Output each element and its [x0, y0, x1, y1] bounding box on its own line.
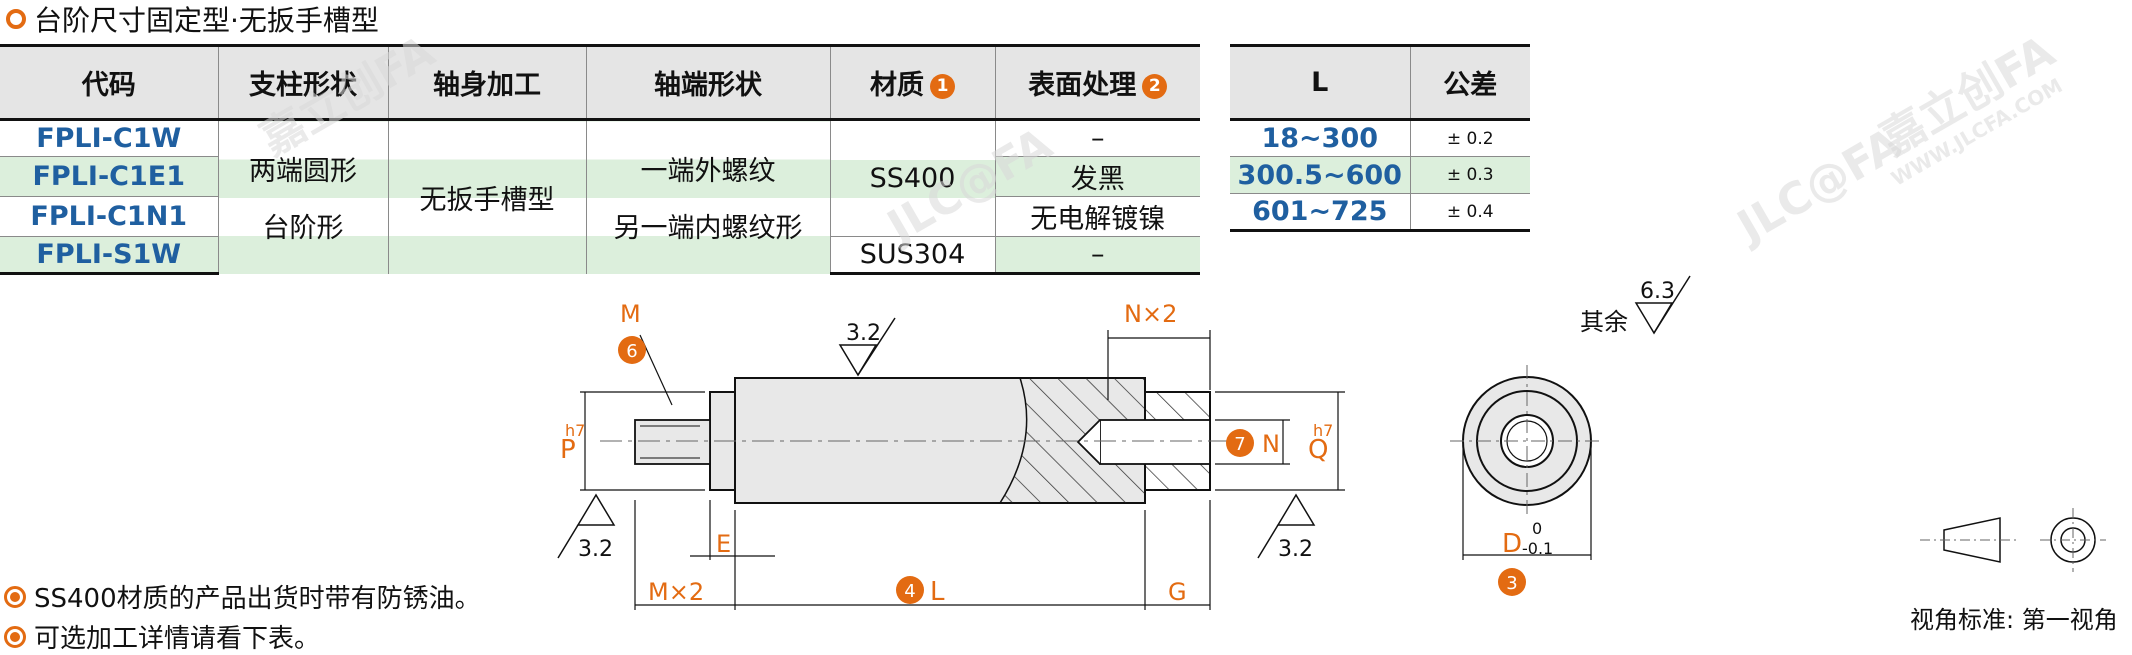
thread-tip	[1076, 419, 1101, 465]
tolerance-cell: ± 0.2	[1409, 119, 1530, 157]
label-g: G	[1168, 578, 1187, 606]
page-title: 台阶尺寸固定型·无扳手槽型	[6, 2, 379, 37]
table-row: FPLI-S1W SUS304 –	[0, 236, 1200, 275]
svg-text:3: 3	[1506, 573, 1517, 594]
label-roughness-32: 3.2	[578, 537, 613, 562]
bullet-icon	[4, 625, 26, 648]
internal-thread	[1099, 419, 1211, 465]
end-shape-line1: 一端外螺纹	[640, 156, 776, 188]
note-text: SS400材质的产品出货时带有防锈油。	[34, 584, 481, 614]
range-cell: 300.5~600	[1230, 156, 1410, 194]
label-d-upper: 0	[1532, 519, 1542, 538]
material-badge: 1	[930, 74, 955, 99]
table-row: FPLI-C1E1 发黑	[0, 156, 1200, 197]
material-cell-sus304: SUS304	[829, 236, 995, 275]
header-surface-label: 表面处理	[1028, 70, 1137, 101]
projection-symbol-icon	[1920, 508, 2106, 572]
end-view	[1450, 365, 1604, 560]
label-l: L	[930, 577, 945, 607]
range-cell: 601~725	[1230, 193, 1410, 232]
header-pillar-shape: 支柱形状	[217, 44, 388, 121]
end-shape-cell: 一端外螺纹 另一端内螺纹形	[585, 119, 830, 274]
label-n: N	[1262, 430, 1280, 458]
svg-text:4: 4	[904, 581, 915, 602]
code-cell: FPLI-C1W	[0, 119, 218, 157]
table-row: 18~300 ± 0.2	[1230, 119, 1530, 157]
surface-cell: 发黑	[994, 156, 1200, 197]
header-material-label: 材质	[870, 70, 924, 101]
badge-6: 6	[618, 336, 646, 364]
range-cell: 18~300	[1230, 119, 1410, 157]
view-standard: 视角标准: 第一视角	[1910, 606, 2118, 634]
end-shape-line2: 另一端内螺纹形	[613, 213, 803, 245]
svg-text:7: 7	[1234, 434, 1245, 455]
label-d: D	[1502, 529, 1522, 559]
label-m: M	[620, 300, 641, 328]
tolerance-table: L 公差 18~300 ± 0.2 300.5~600 ± 0.3 601~72…	[1230, 44, 1530, 232]
table-row: FPLI-C1W 两端圆形 台阶形 无扳手槽型 一端外螺纹 另一端内螺纹形 SS…	[0, 119, 1200, 274]
label-m2: M×2	[648, 578, 704, 606]
code-cell: FPLI-S1W	[0, 236, 218, 275]
bullet-icon	[4, 585, 26, 608]
badge-7: 7	[1226, 429, 1254, 457]
label-e: E	[716, 530, 731, 558]
label-roughness-32: 3.2	[846, 321, 881, 346]
header-code: 代码	[0, 44, 218, 121]
label-other: 其余	[1580, 308, 1628, 336]
surface-cell: –	[994, 236, 1200, 275]
code-cell: FPLI-C1E1	[0, 156, 218, 197]
table-row: FPLI-C1N1 无电解镀镍	[0, 196, 1200, 237]
header-shaft-processing: 轴身加工	[387, 44, 586, 121]
tolerance-cell: ± 0.3	[1409, 156, 1530, 194]
surface-cell: 无电解镀镍	[994, 196, 1200, 237]
surface-badge: 2	[1142, 74, 1168, 99]
badge-4: 4	[896, 576, 924, 604]
header-l: L	[1230, 44, 1410, 121]
dimension-lines	[580, 330, 1345, 610]
label-p: P	[560, 435, 576, 465]
note-item: 可选加工详情请看下表。	[4, 618, 320, 655]
tolerance-header-row: L 公差	[1230, 44, 1530, 121]
label-roughness-63: 6.3	[1640, 279, 1675, 304]
label-d-lower: -0.1	[1522, 539, 1553, 558]
title-text: 台阶尺寸固定型·无扳手槽型	[34, 4, 379, 37]
title-circle-icon	[6, 9, 26, 29]
note-text: 可选加工详情请看下表。	[34, 624, 321, 654]
shaft-processing-cell: 无扳手槽型	[387, 119, 586, 274]
surface-cell: –	[994, 119, 1200, 157]
pillar-shape-cell: 两端圆形 台阶形	[217, 119, 388, 274]
code-cell: FPLI-C1N1	[0, 196, 218, 237]
header-end-shape: 轴端形状	[585, 44, 830, 121]
external-thread	[634, 419, 711, 465]
badge-3: 3	[1498, 568, 1526, 596]
label-n2: N×2	[1124, 300, 1177, 328]
roughness-symbols	[557, 275, 1691, 559]
pillar-shape-line1: 两端圆形	[249, 156, 357, 188]
header-tolerance: 公差	[1409, 44, 1530, 121]
svg-text:6: 6	[626, 341, 637, 362]
table-row: 300.5~600 ± 0.3	[1230, 156, 1530, 194]
label-p-h7: h7	[565, 421, 585, 440]
label-q: Q	[1308, 435, 1328, 465]
label-q-h7: h7	[1313, 421, 1333, 440]
pillar-shape-line2: 台阶形	[262, 213, 344, 245]
note-item: SS400材质的产品出货时带有防锈油。	[4, 578, 481, 615]
label-roughness-32: 3.2	[1278, 537, 1313, 562]
table-row: 601~725 ± 0.4	[1230, 193, 1530, 232]
tolerance-cell: ± 0.4	[1409, 193, 1530, 232]
material-cell-ss400: SS400	[829, 119, 995, 237]
